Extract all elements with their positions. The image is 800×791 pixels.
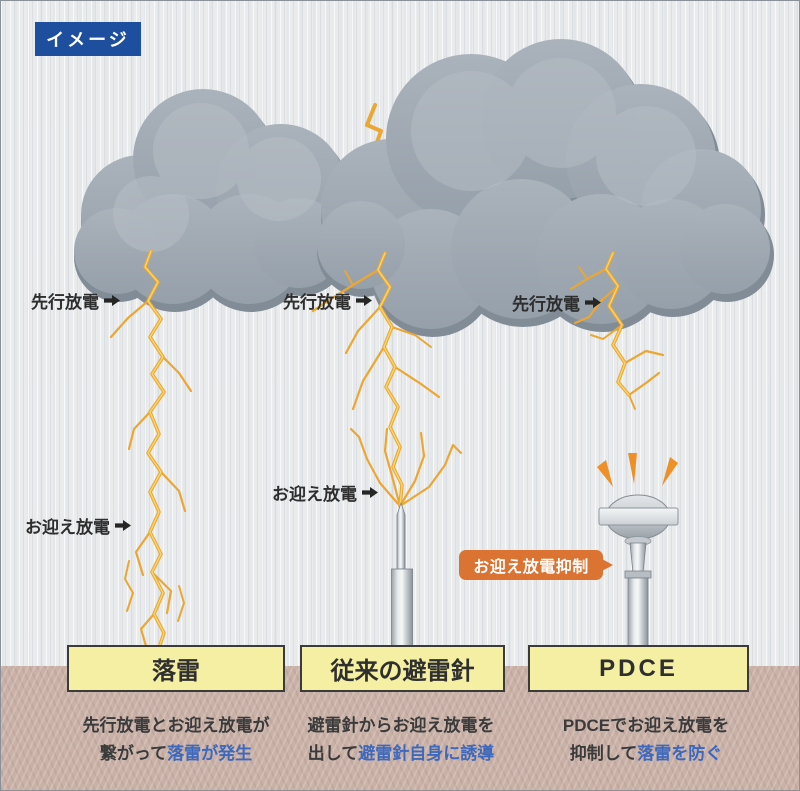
storm-cloud-left (74, 89, 350, 312)
title-box-conventional-rod: 従来の避雷針 (300, 645, 505, 692)
description-lightning-strike: 先行放電とお迎え放電が 繋がって落雷が発生 (41, 712, 311, 768)
desc-line1: PDCEでお迎え放電を (562, 716, 730, 735)
desc-line2-highlight: 避雷針自身に誘導 (358, 744, 495, 763)
description-pdce: PDCEでお迎え放電を 抑制して落雷を防ぐ (518, 712, 774, 768)
title-box-lightning-strike: 落雷 (67, 645, 285, 692)
lightning-bolt-left (109, 249, 193, 653)
image-tag: イメージ (35, 22, 141, 56)
label-leading-discharge-left: 先行放電 (31, 288, 120, 313)
badge-text: お迎え放電抑制 (473, 559, 589, 576)
right-arrow-icon (585, 297, 601, 308)
lightning-rod (391, 501, 413, 652)
label-text: お迎え放電 (272, 485, 357, 504)
label-text: 先行放電 (31, 293, 99, 312)
lightning-bolt-middle (311, 251, 463, 508)
label-leading-discharge-middle: 先行放電 (283, 288, 372, 313)
desc-line2-highlight: 落雷が発生 (167, 744, 253, 763)
spark-icon (597, 453, 678, 487)
label-welcome-discharge-left: お迎え放電 (25, 513, 131, 538)
label-text: 先行放電 (283, 293, 351, 312)
label-text: 先行放電 (512, 295, 580, 314)
desc-line2-pre: 抑制して (569, 744, 638, 763)
desc-line2-pre: 繋がって (99, 744, 168, 763)
title-box-pdce: PDCE (528, 645, 749, 692)
storm-cloud-right (317, 39, 774, 337)
pdce-device (597, 453, 679, 652)
right-arrow-icon (115, 520, 131, 531)
desc-line1: 先行放電とお迎え放電が (82, 716, 270, 735)
right-arrow-icon (362, 487, 378, 498)
suppression-badge: お迎え放電抑制 (459, 550, 613, 580)
lightning-bolt-right (569, 251, 665, 410)
label-welcome-discharge-middle: お迎え放電 (272, 480, 378, 505)
label-text: お迎え放電 (25, 518, 110, 537)
description-conventional-rod: 避雷針からお迎え放電を 出して避雷針自身に誘導 (273, 712, 529, 768)
desc-line2-pre: 出して (307, 744, 359, 763)
right-arrow-icon (356, 295, 372, 306)
label-leading-discharge-right: 先行放電 (512, 290, 601, 315)
right-arrow-icon (104, 295, 120, 306)
desc-line2-highlight: 落雷を防ぐ (637, 744, 723, 763)
desc-line1: 避雷針からお迎え放電を (307, 716, 495, 735)
